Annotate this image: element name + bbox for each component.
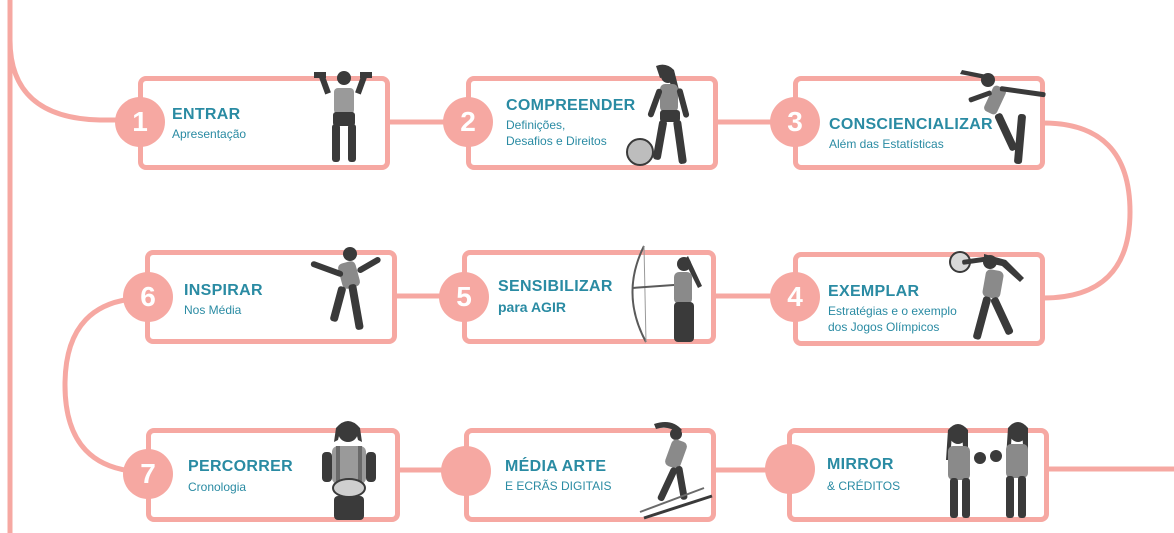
sprinter-figure (310, 247, 381, 330)
module-subtitle-5: para AGIR (498, 299, 566, 315)
module-node-9 (765, 444, 815, 494)
weightlifter-figure (314, 71, 372, 162)
rugby-player-figure (322, 421, 376, 520)
module-title-3: CONSCIENCIALIZAR (829, 116, 993, 133)
module-subtitle-4: Estratégias e o exemplo dos Jogos Olímpi… (828, 304, 957, 334)
module-number-4: 4 (770, 272, 820, 322)
module-title-5: SENSIBILIZAR (498, 278, 613, 295)
module-card-5[interactable] (462, 250, 716, 344)
boxers-figure (946, 422, 1028, 518)
module-title-9: MIRROR (827, 456, 894, 473)
module-subtitle-8: E ECRÃS DIGITAIS (505, 479, 612, 493)
module-title-7: PERCORRER (188, 458, 293, 475)
module-number-7: 7 (123, 449, 173, 499)
module-card-4[interactable] (793, 252, 1045, 346)
module-subtitle-1: Apresentação (172, 127, 247, 141)
module-title-8: MÉDIA ARTE (505, 458, 607, 475)
module-card-9[interactable] (787, 428, 1049, 522)
module-title-1: ENTRAR (172, 106, 241, 123)
module-number-5: 5 (439, 272, 489, 322)
module-number-6: 6 (123, 272, 173, 322)
module-number-1: 1 (115, 97, 165, 147)
module-number-2: 2 (443, 97, 493, 147)
module-title-2: COMPREENDER (506, 97, 636, 114)
module-title-4: EXEMPLAR (828, 283, 920, 300)
module-subtitle-6: Nos Média (184, 303, 242, 317)
module-subtitle-2: Definições, Desafios e Direitos (506, 118, 607, 148)
module-number-3: 3 (770, 97, 820, 147)
module-subtitle-3: Além das Estatísticas (829, 137, 944, 151)
module-subtitle-7: Cronologia (188, 480, 247, 494)
archer-figure (631, 245, 702, 343)
volleyball-player-figure (949, 251, 1024, 340)
module-title-6: INSPIRAR (184, 282, 263, 299)
module-subtitle-9: & CRÉDITOS (827, 479, 901, 493)
runner-figure (960, 70, 1046, 165)
skier-figure (639, 422, 713, 520)
football-player-figure (626, 64, 690, 166)
module-node-8 (441, 446, 491, 496)
